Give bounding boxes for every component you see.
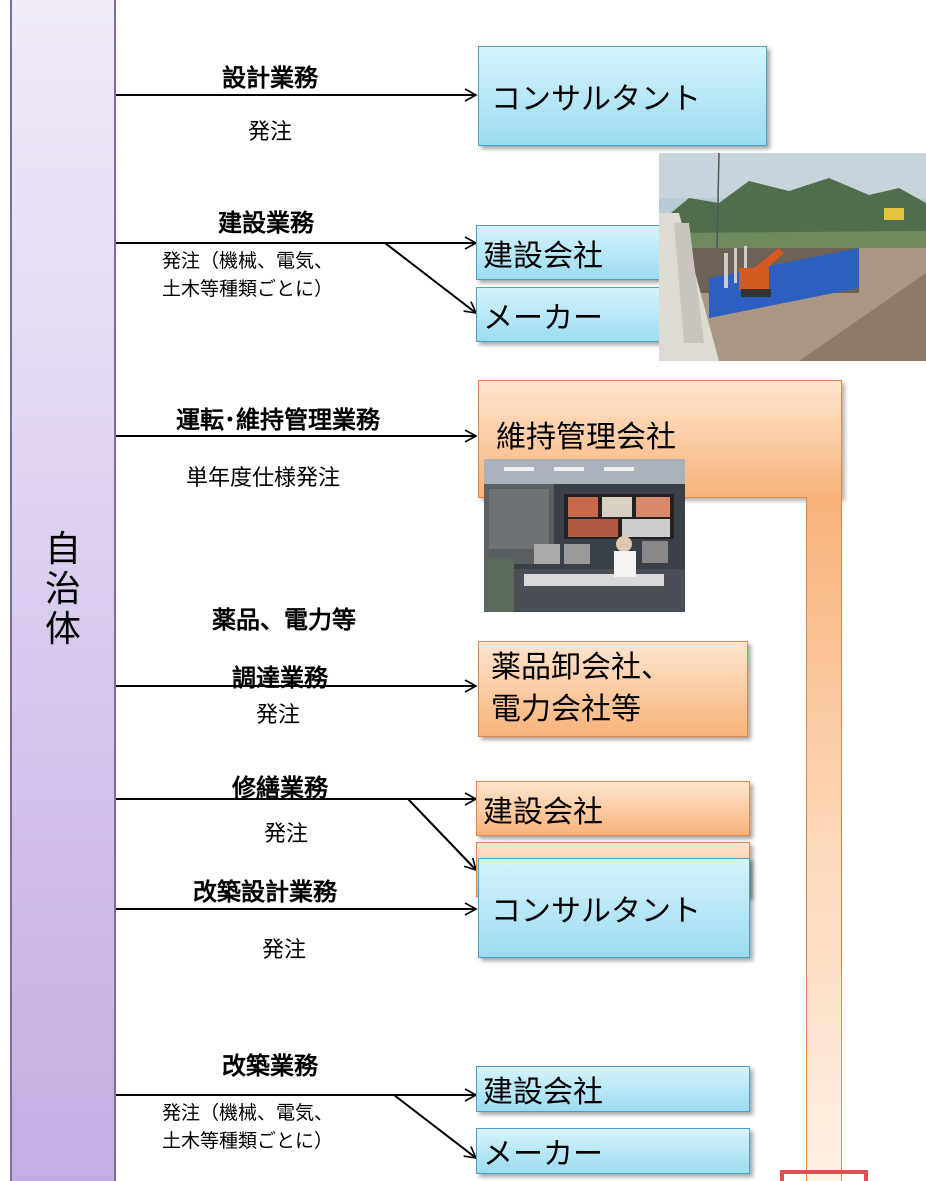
task-label-chemicals-power: 薬品、電力等 bbox=[212, 606, 356, 634]
control-room-photo bbox=[484, 459, 685, 612]
target-box-chemical-power-company: 薬品卸会社、 電力会社等 bbox=[478, 641, 748, 737]
task-label-renovation: 改築業務 bbox=[222, 1052, 318, 1080]
order-label-design: 発注 bbox=[248, 120, 293, 145]
order-label-construction-1: 発注（機械、電気、 bbox=[162, 250, 334, 272]
municipality-label: 自 治 体 bbox=[44, 529, 81, 650]
order-label-procurement: 発注 bbox=[256, 703, 301, 728]
maintenance-company-label: 維持管理会社 bbox=[496, 420, 676, 455]
target-box-renovation-construction-company: 建設会社 bbox=[476, 1066, 750, 1112]
order-label-renovation-design: 発注 bbox=[262, 938, 307, 963]
order-label-renovation-2: 土木等種類ごとに） bbox=[162, 1130, 334, 1152]
task-label-renovation-design: 改築設計業務 bbox=[193, 878, 337, 906]
order-label-operation-maintenance: 単年度仕様発注 bbox=[186, 466, 341, 491]
target-box-repair-construction-company: 建設会社 bbox=[476, 781, 750, 836]
task-label-repair: 修繕業務 bbox=[232, 774, 328, 802]
bottom-red-marker bbox=[780, 1170, 868, 1174]
task-label-operation-maintenance: 運転･維持管理業務 bbox=[176, 406, 380, 434]
bottom-red-marker-right bbox=[864, 1170, 868, 1181]
municipality-bar bbox=[10, 0, 116, 1181]
bottom-red-marker-left bbox=[780, 1170, 784, 1181]
task-label-design: 設計業務 bbox=[222, 64, 318, 92]
target-box-manufacturer: メーカー bbox=[476, 287, 666, 342]
target-box-consultant: コンサルタント bbox=[478, 46, 767, 146]
maintenance-company-vertical-band bbox=[806, 497, 842, 1181]
target-box-construction-company: 建設会社 bbox=[476, 225, 666, 280]
order-label-renovation-1: 発注（機械、電気、 bbox=[162, 1102, 334, 1124]
task-label-procurement: 調達業務 bbox=[232, 664, 328, 692]
construction-site-photo bbox=[659, 153, 926, 361]
order-label-repair: 発注 bbox=[264, 822, 309, 847]
task-label-construction: 建設業務 bbox=[218, 209, 314, 237]
target-box-renovation-consultant: コンサルタント bbox=[478, 858, 750, 958]
target-box-renovation-manufacturer: メーカー bbox=[476, 1128, 750, 1174]
order-label-construction-2: 土木等種類ごとに） bbox=[162, 278, 334, 300]
